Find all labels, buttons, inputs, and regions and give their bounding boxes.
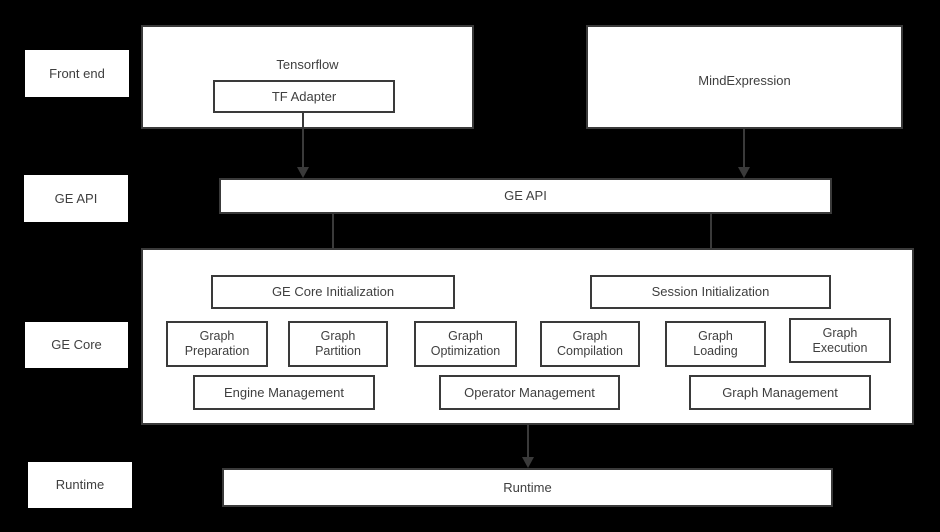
unit-label-line2: Optimization [430,344,501,358]
stage-label-text: GE Core [51,337,102,353]
stage-label-text: GE API [54,190,98,206]
session-initialization-box[interactable]: Session Initialization [590,275,831,309]
runtime-bar-label: Runtime [503,479,552,495]
mindexpression-container: MindExpression [586,25,903,129]
manager-label: Engine Management [224,384,344,400]
unit-graph-execution[interactable]: Graph Execution [789,318,891,363]
tensorflow-title: Tensorflow [276,57,339,72]
stage-label-ge-core: GE Core [25,322,128,368]
manager-operator-management[interactable]: Operator Management [439,375,620,410]
unit-label: Graph Loading [693,329,738,359]
unit-label: Graph Compilation [557,329,623,359]
unit-label: Graph Optimization [431,329,500,359]
manager-label: Operator Management [464,384,595,400]
unit-label-line2: Execution [812,340,868,355]
unit-label-line1: Graph [199,329,235,344]
stage-label-text: Runtime [55,477,105,493]
stage-label-ge-api: GE API [24,175,128,222]
ge-core-initialization-label: GE Core Initialization [271,284,395,300]
unit-label-line1: Graph [572,329,608,344]
session-initialization-label: Session Initialization [651,284,770,300]
manager-graph-management[interactable]: Graph Management [689,375,871,410]
ge-core-initialization-box[interactable]: GE Core Initialization [211,275,455,309]
unit-graph-loading[interactable]: Graph Loading [665,321,766,367]
unit-label-line1: Graph [698,329,733,344]
unit-graph-compilation[interactable]: Graph Compilation [540,321,640,367]
unit-graph-optimization[interactable]: Graph Optimization [414,321,517,367]
unit-label-line1: Graph [822,325,858,340]
stage-label-text: Front end [49,65,105,81]
tf-adapter-box[interactable]: TF Adapter [213,80,395,113]
unit-label-line2: Loading [693,344,738,358]
unit-label-line2: Compilation [556,344,623,358]
ge-api-bar-label: GE API [504,188,547,204]
unit-graph-preparation[interactable]: Graph Preparation [166,321,268,367]
runtime-bar[interactable]: Runtime [222,468,833,507]
manager-engine-management[interactable]: Engine Management [193,375,375,410]
tf-adapter-label: TF Adapter [271,88,337,104]
unit-label: Graph Partition [315,329,361,359]
manager-label: Graph Management [722,384,838,400]
unit-label: Graph Preparation [185,329,250,359]
unit-label-line1: Graph [320,329,356,344]
ge-api-bar[interactable]: GE API [219,178,832,214]
unit-label-line2: Preparation [184,344,250,358]
unit-label-line1: Graph [448,329,483,344]
unit-graph-partition[interactable]: Graph Partition [288,321,388,367]
mindexpression-title: MindExpression [698,73,791,88]
stage-label-runtime: Runtime [28,462,132,508]
stage-label-front-end: Front end [25,50,129,97]
unit-label: Graph Execution [813,326,868,356]
unit-label-line2: Partition [315,344,361,358]
tensorflow-container: Tensorflow [141,25,474,129]
